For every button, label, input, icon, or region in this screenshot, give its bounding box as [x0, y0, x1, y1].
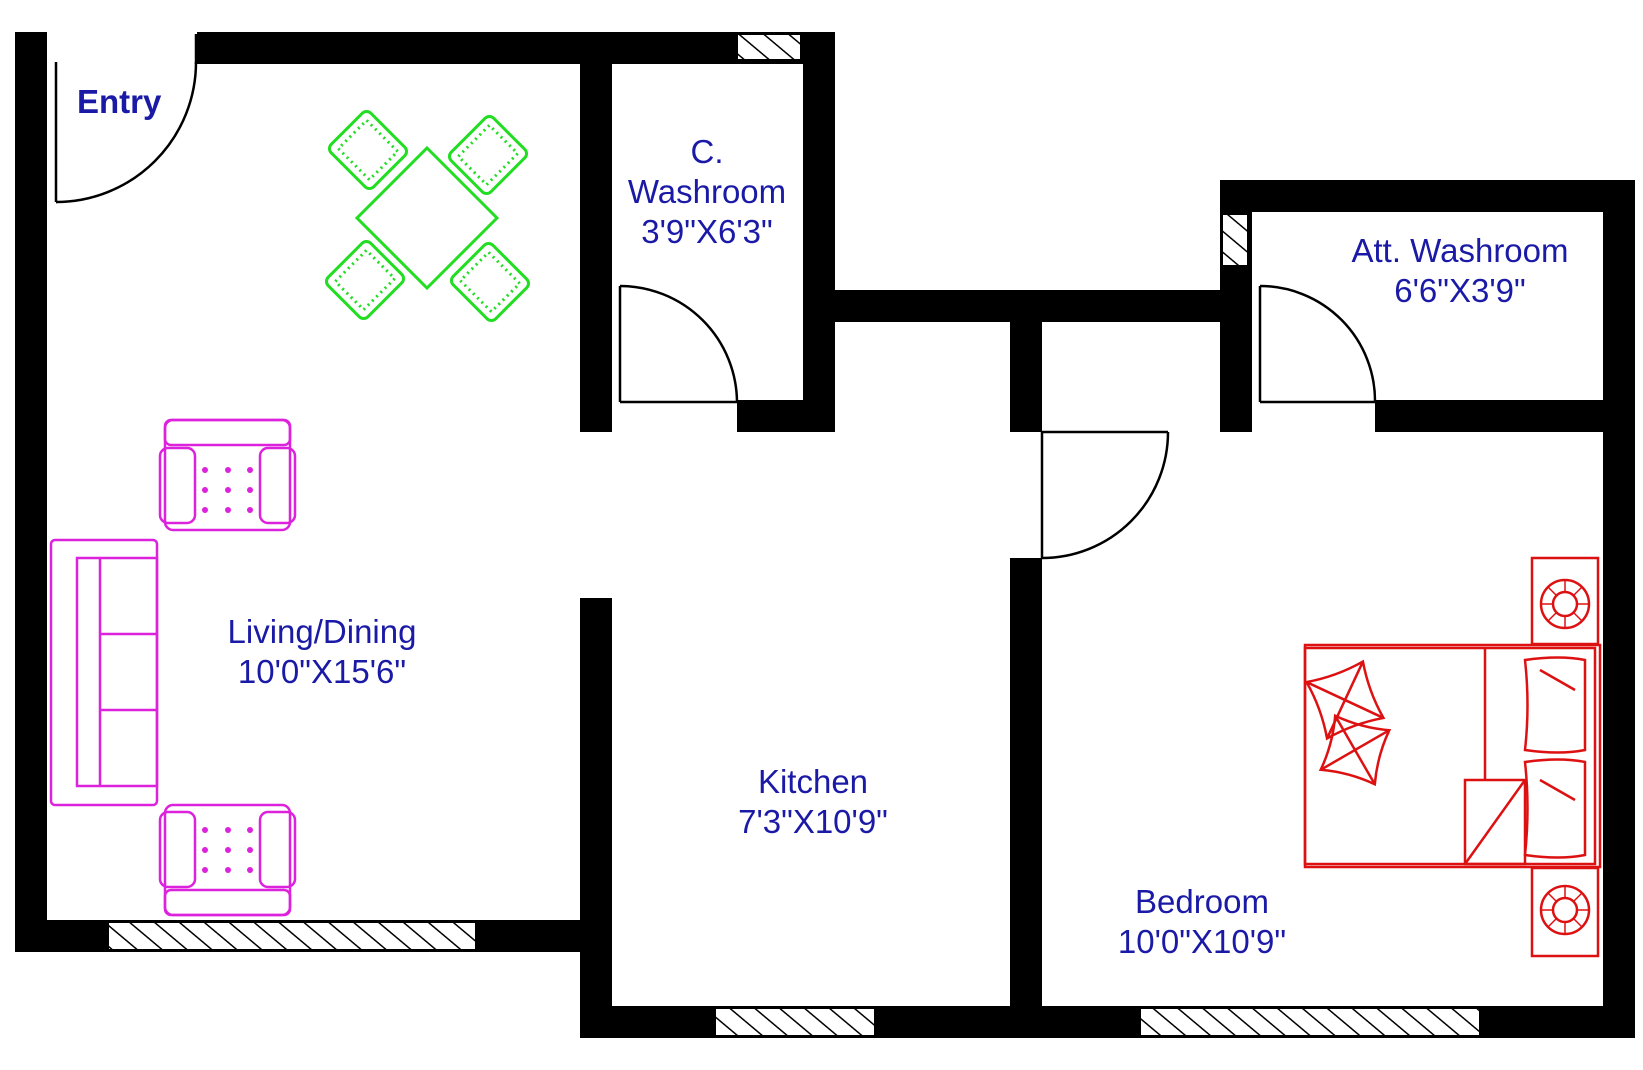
entry-label: Entry	[77, 83, 162, 120]
att-washroom-name: Att. Washroom	[1352, 232, 1569, 269]
bedside-lamp-icon	[1530, 866, 1600, 958]
kitchen-name: Kitchen	[758, 763, 868, 800]
window-att-washroom	[1221, 213, 1249, 267]
wall-top-living	[197, 32, 735, 64]
walls	[15, 32, 1635, 1038]
armchair-icon	[158, 803, 297, 917]
wall-divider-lower	[1010, 558, 1042, 1038]
armchair-icon	[158, 418, 297, 532]
wall-right	[1603, 180, 1635, 1038]
wall-corridor-top	[835, 290, 1225, 322]
wall-divider-top	[1010, 322, 1042, 432]
wall-att-bottom	[1375, 400, 1635, 432]
window-living	[107, 921, 477, 951]
double-bed-icon	[1303, 643, 1602, 869]
kitchen-size: 7'3"X10'9"	[738, 803, 888, 840]
wall-kitchen-left	[580, 598, 612, 1038]
common-washroom-line1: C.	[691, 133, 724, 170]
dining-table-icon	[324, 109, 531, 323]
windows	[107, 33, 1481, 1037]
living-dining-name: Living/Dining	[228, 613, 417, 650]
window-bedroom	[1139, 1007, 1481, 1037]
wall-left	[15, 32, 47, 952]
sofa-icon	[49, 538, 159, 807]
window-washroom	[736, 33, 802, 61]
wall-washroom-bottom	[737, 400, 835, 432]
bedside-lamp-icon	[1530, 556, 1600, 646]
washroom-door-icon	[618, 284, 739, 404]
bedroom-size: 10'0"X10'9"	[1118, 923, 1286, 960]
att-washroom-size: 6'6"X3'9"	[1394, 272, 1525, 309]
wall-att-top	[1220, 180, 1635, 212]
common-washroom-size: 3'9"X6'3"	[641, 213, 772, 250]
att-washroom-door-icon	[1258, 284, 1377, 404]
bedroom-door-icon	[1040, 430, 1170, 560]
entry-door-icon	[54, 34, 198, 204]
doors	[54, 34, 1377, 560]
wall-washroom-left	[580, 32, 612, 432]
living-dining-size: 10'0"X15'6"	[238, 653, 406, 690]
common-washroom-line2: Washroom	[628, 173, 786, 210]
bedroom-name: Bedroom	[1135, 883, 1269, 920]
wall-washroom-right	[803, 32, 835, 432]
window-kitchen	[714, 1007, 876, 1037]
